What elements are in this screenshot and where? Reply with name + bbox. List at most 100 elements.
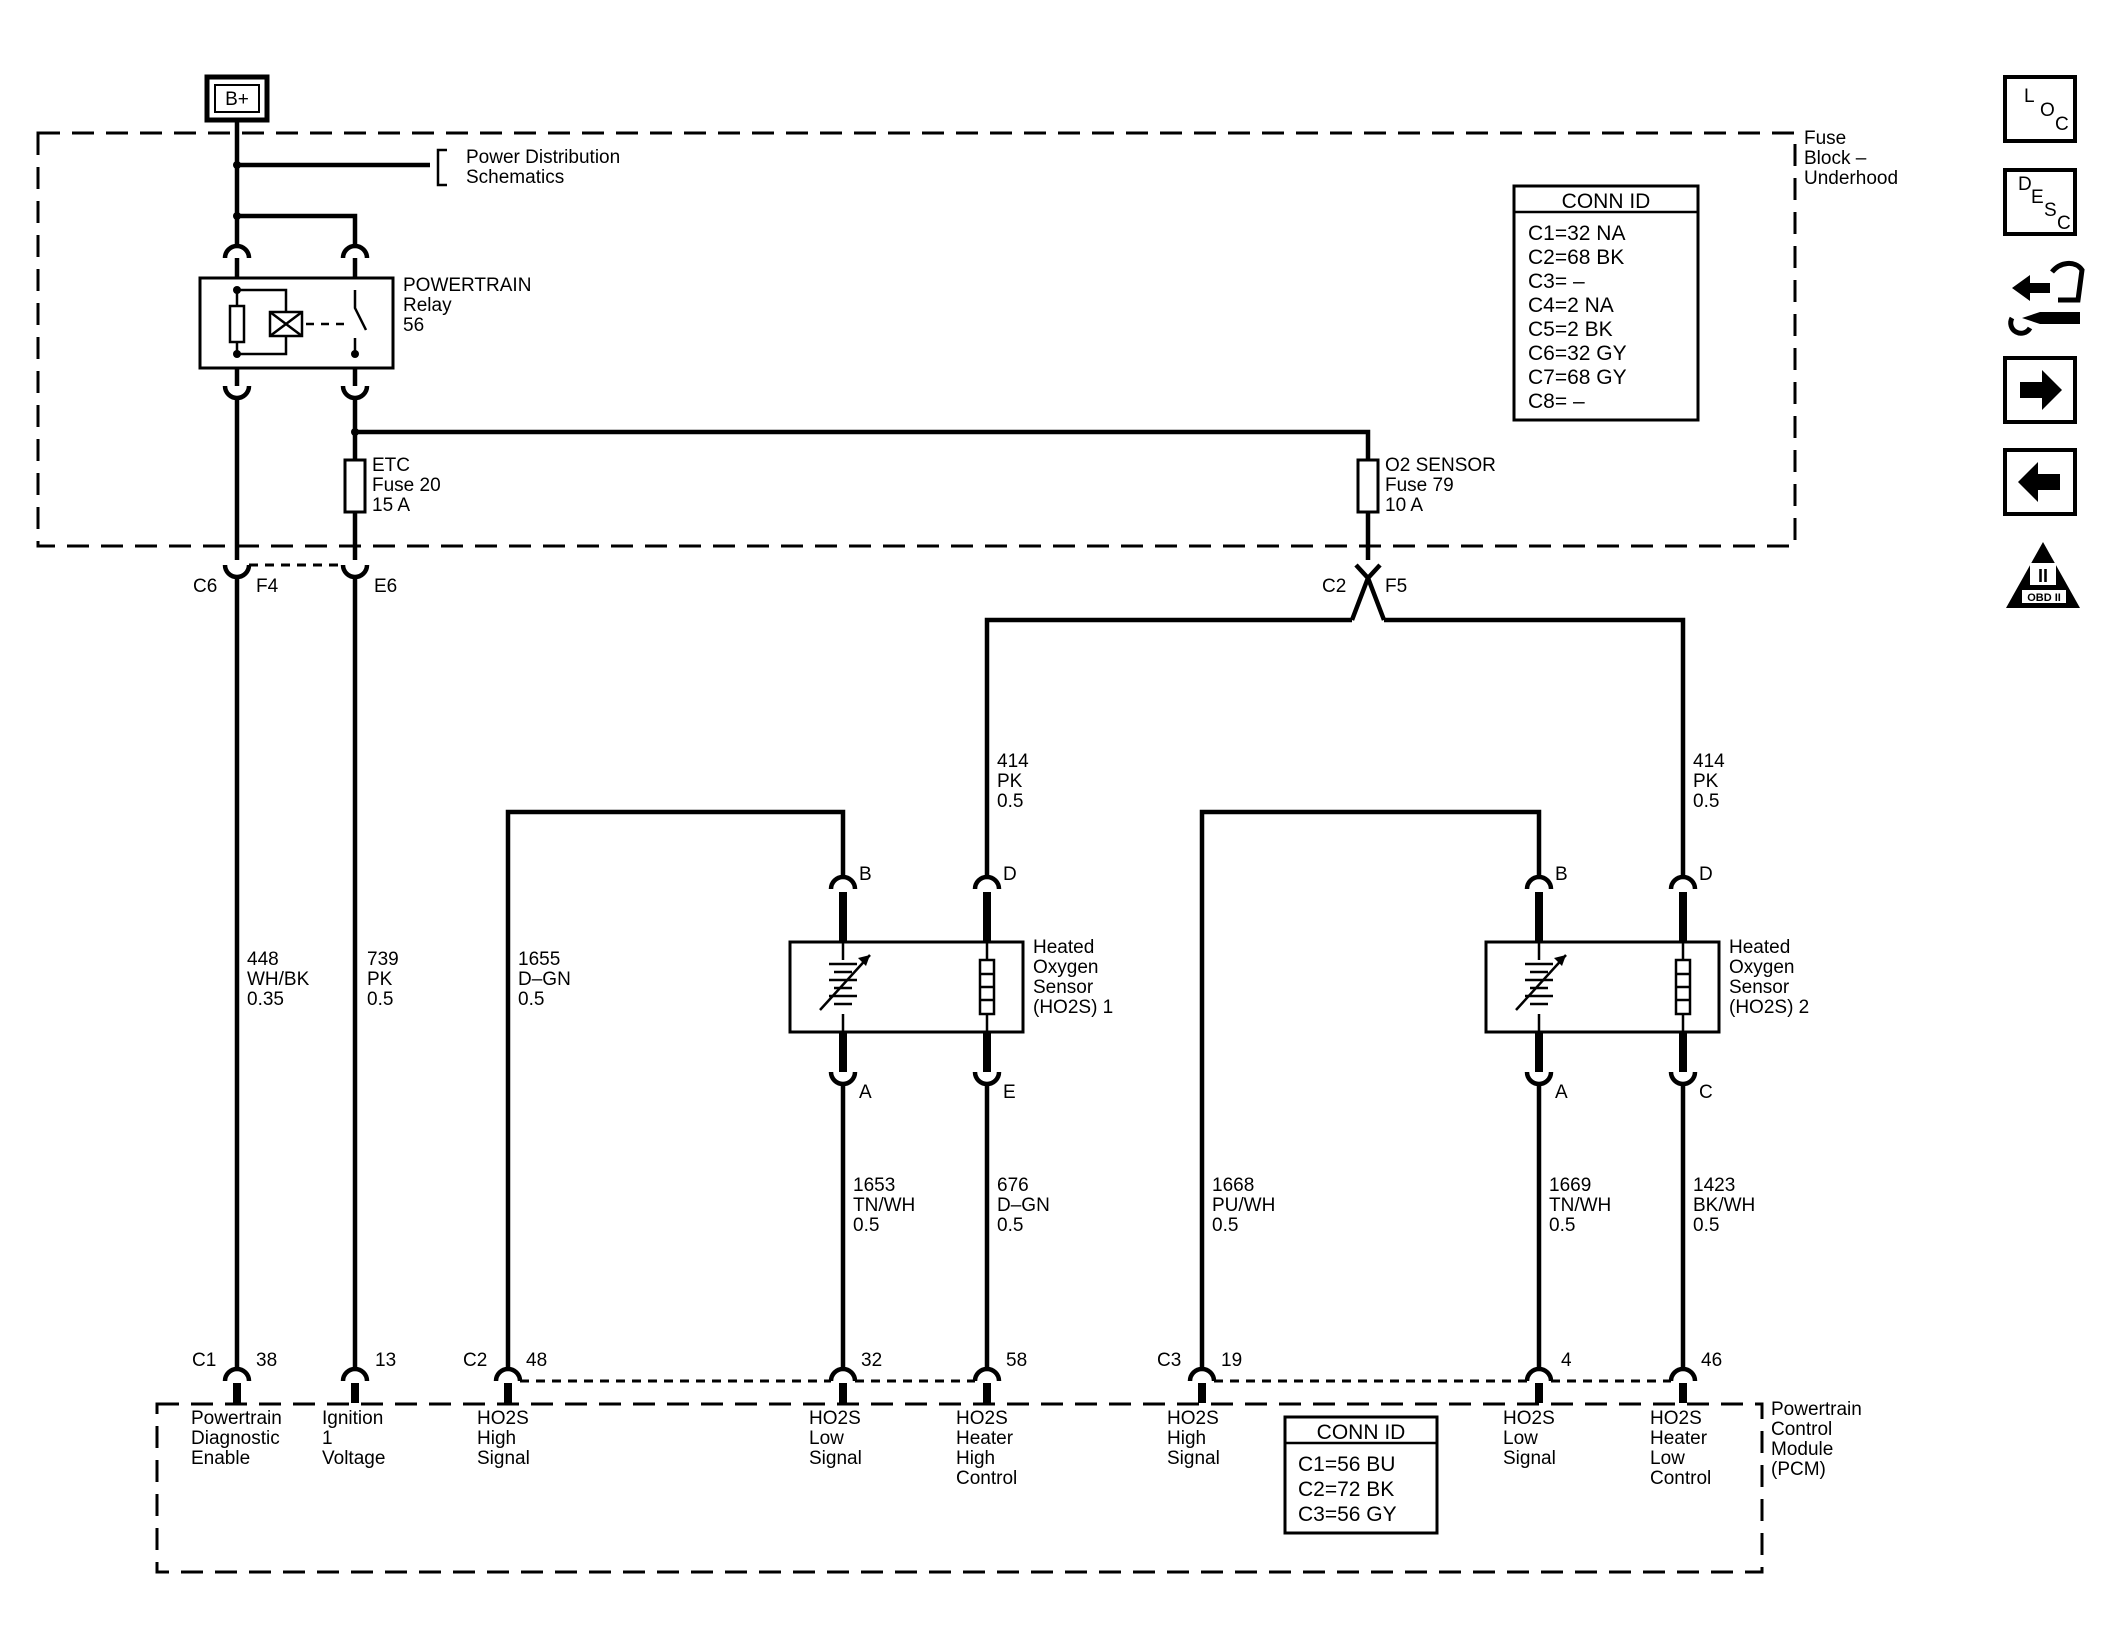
svg-text:HO2S: HO2S [1503, 1408, 1555, 1429]
svg-text:TN/WH: TN/WH [853, 1195, 915, 1216]
svg-text:Heater: Heater [956, 1428, 1014, 1449]
fuse-block-label: Fuse Block – Underhood [1804, 128, 1898, 189]
svg-text:TN/WH: TN/WH [1549, 1195, 1611, 1216]
fuse-block-conn-id: CONN ID C1=32 NA C2=68 BK C3= – C4=2 NA … [1512, 184, 1700, 422]
term-c6: C6 [193, 576, 217, 597]
etc-fuse: ETC Fuse 20 15 A [343, 455, 441, 516]
svg-text:O: O [2040, 100, 2055, 121]
svg-text:PK: PK [1693, 771, 1719, 792]
s1-pin-d: D [1003, 864, 1017, 885]
s1-pin-e: E [1003, 1082, 1016, 1103]
desc-icon[interactable]: D E S C [2003, 168, 2077, 236]
svg-text:1668: 1668 [1212, 1175, 1254, 1196]
svg-text:C1=32 NA: C1=32 NA [1528, 222, 1625, 245]
next-arrow-icon[interactable] [2003, 356, 2077, 424]
svg-text:0.5: 0.5 [1549, 1215, 1575, 1236]
svg-text:OBD II: OBD II [2027, 592, 2061, 604]
svg-text:WH/BK: WH/BK [247, 969, 310, 990]
svg-text:0.35: 0.35 [247, 989, 284, 1010]
pcm-label: Powertrain Control Module (PCM) [1771, 1399, 1862, 1480]
svg-text:Powertrain: Powertrain [191, 1408, 282, 1429]
svg-text:739: 739 [367, 949, 399, 970]
svg-text:0.5: 0.5 [1693, 1215, 1719, 1236]
ho2s-1: Heated Oxygen Sensor (HO2S) 1 [788, 937, 1113, 1034]
svg-text:10 A: 10 A [1385, 495, 1423, 516]
term-f4: F4 [256, 576, 279, 597]
svg-text:HO2S: HO2S [1167, 1408, 1219, 1429]
svg-text:PK: PK [367, 969, 393, 990]
wire-676: 676 D–GN 0.5 [997, 1175, 1050, 1236]
svg-text:POWERTRAIN: POWERTRAIN [403, 275, 531, 296]
s2-pin-c: C [1699, 1082, 1713, 1103]
previous-arrow-icon[interactable] [2003, 448, 2077, 516]
svg-text:D–GN: D–GN [997, 1195, 1050, 1216]
svg-text:Oxygen: Oxygen [1729, 957, 1794, 978]
wire-1653: 1653 TN/WH 0.5 [853, 1175, 915, 1236]
svg-text:1653: 1653 [853, 1175, 895, 1196]
svg-text:Low: Low [809, 1428, 844, 1449]
connector-hand-icon[interactable] [2008, 261, 2085, 336]
svg-text:1655: 1655 [518, 949, 560, 970]
pcm-pin-48: 48 [526, 1350, 547, 1371]
term-f5: F5 [1385, 576, 1407, 597]
svg-text:0.5: 0.5 [997, 791, 1023, 812]
pcm-pin-13: 13 [375, 1350, 396, 1371]
svg-text:C1=56 BU: C1=56 BU [1298, 1453, 1395, 1476]
svg-text:448: 448 [247, 949, 279, 970]
wire-414-b: 414 PK 0.5 [1693, 751, 1725, 812]
svg-text:0.5: 0.5 [518, 989, 544, 1010]
svg-text:Module: Module [1771, 1439, 1833, 1460]
svg-text:High: High [1167, 1428, 1206, 1449]
svg-text:Heater: Heater [1650, 1428, 1708, 1449]
svg-text:High: High [956, 1448, 995, 1469]
loc-icon[interactable]: L O C [2003, 75, 2077, 143]
svg-text:0.5: 0.5 [367, 989, 393, 1010]
svg-text:Heated: Heated [1033, 937, 1094, 958]
svg-text:Power Distribution: Power Distribution [466, 147, 620, 168]
svg-text:Control: Control [1771, 1419, 1832, 1440]
svg-text:CONN ID: CONN ID [1562, 190, 1651, 213]
s2-pin-b: B [1555, 864, 1568, 885]
svg-text:Sensor: Sensor [1033, 977, 1094, 998]
pcm-func-13: Ignition 1 Voltage [322, 1408, 385, 1469]
svg-text:Control: Control [1650, 1468, 1711, 1489]
pcm-pin-38: 38 [256, 1350, 277, 1371]
svg-text:(HO2S) 2: (HO2S) 2 [1729, 997, 1809, 1018]
svg-text:C8= –: C8= – [1528, 390, 1585, 413]
svg-text:PU/WH: PU/WH [1212, 1195, 1275, 1216]
svg-text:C3= –: C3= – [1528, 270, 1585, 293]
svg-text:Signal: Signal [1503, 1448, 1556, 1469]
svg-text:Fuse 20: Fuse 20 [372, 475, 441, 496]
svg-text:0.5: 0.5 [997, 1215, 1023, 1236]
svg-text:C5=2 BK: C5=2 BK [1528, 318, 1613, 341]
svg-text:II: II [2038, 566, 2048, 586]
power-distribution-ref[interactable]: Power Distribution Schematics [466, 147, 620, 188]
svg-text:ETC: ETC [372, 455, 410, 476]
term-c2: C2 [1322, 576, 1346, 597]
pcm-conn-c3: C3 [1157, 1350, 1181, 1371]
svg-text:Diagnostic: Diagnostic [191, 1428, 280, 1449]
svg-text:1423: 1423 [1693, 1175, 1735, 1196]
svg-text:Control: Control [956, 1468, 1017, 1489]
wire-1669: 1669 TN/WH 0.5 [1549, 1175, 1611, 1236]
svg-text:BK/WH: BK/WH [1693, 1195, 1755, 1216]
svg-text:Fuse 79: Fuse 79 [1385, 475, 1454, 496]
svg-text:C: C [2055, 114, 2069, 135]
pcm-pin-19: 19 [1221, 1350, 1242, 1371]
svg-text:0.5: 0.5 [1212, 1215, 1238, 1236]
supply-label: B+ [225, 89, 249, 110]
svg-text:Enable: Enable [191, 1448, 250, 1469]
pcm-func-32: HO2S Low Signal [809, 1408, 862, 1469]
fuse-block-outline [36, 131, 1797, 548]
svg-text:C7=68 GY: C7=68 GY [1528, 366, 1627, 389]
svg-text:676: 676 [997, 1175, 1029, 1196]
wire-1655: 1655 D–GN 0.5 [518, 949, 571, 1010]
svg-text:0.5: 0.5 [1693, 791, 1719, 812]
wire-739: 739 PK 0.5 [367, 949, 399, 1010]
svg-text:1669: 1669 [1549, 1175, 1591, 1196]
svg-text:Sensor: Sensor [1729, 977, 1790, 998]
svg-text:High: High [477, 1428, 516, 1449]
svg-text:Schematics: Schematics [466, 167, 564, 188]
obd-ii-icon[interactable]: II OBD II [2006, 542, 2080, 608]
